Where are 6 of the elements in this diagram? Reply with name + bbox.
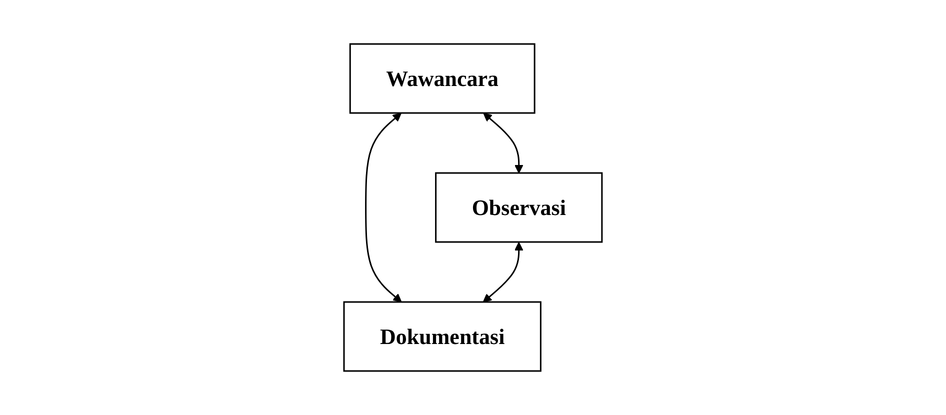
arrow: [482, 242, 524, 302]
arrow: [365, 112, 402, 302]
node-box: Observasi: [435, 172, 603, 243]
arrow: [483, 112, 524, 174]
node-box: Dokumentasi: [343, 301, 542, 372]
node-box: Wawancara: [349, 43, 536, 114]
